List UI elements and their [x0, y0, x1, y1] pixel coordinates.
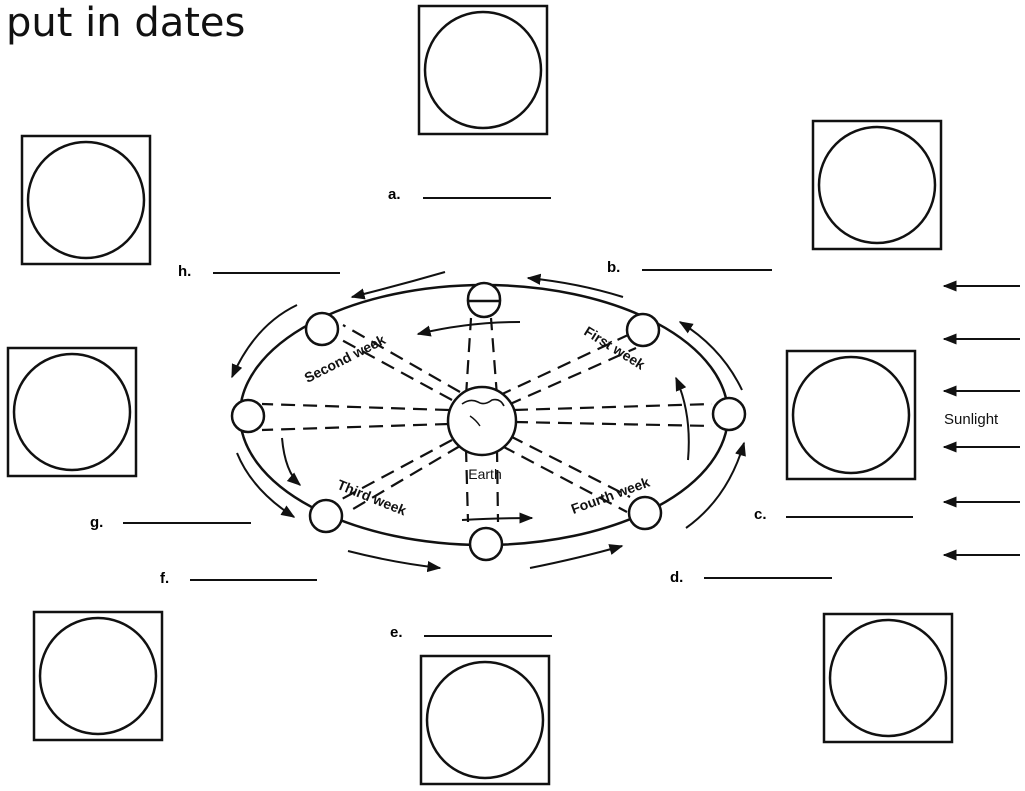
- phase-box-e: [421, 656, 549, 784]
- answer-label-e: e.: [390, 624, 403, 641]
- phase-box-c: [787, 351, 915, 479]
- moon-top-right: [627, 314, 659, 346]
- phase-box-b: [813, 121, 941, 249]
- earth-label: Earth: [468, 466, 501, 482]
- moon-bottom-right: [629, 497, 661, 529]
- phase-box-f: [34, 612, 162, 740]
- answer-label-h: h.: [178, 263, 191, 280]
- moon-left: [232, 400, 264, 432]
- earth-icon: [448, 387, 516, 455]
- sunlight-label: Sunlight: [944, 411, 999, 428]
- moon-bottom-left: [310, 500, 342, 532]
- moon-bottom: [470, 528, 502, 560]
- moon-top-left: [306, 313, 338, 345]
- answer-label-b: b.: [607, 259, 620, 276]
- phase-box-d: [824, 614, 952, 742]
- answer-label-f: f.: [160, 570, 169, 587]
- moon-top: [468, 283, 500, 317]
- answer-label-c: c.: [754, 506, 767, 523]
- page-title: put in dates: [6, 0, 245, 46]
- orbit-diagram: Earth: [232, 272, 745, 568]
- phase-box-g: [8, 348, 136, 476]
- answer-label-d: d.: [670, 569, 683, 586]
- answer-label-g: g.: [90, 514, 103, 531]
- answer-label-a: a.: [388, 186, 401, 203]
- phase-box-h: [22, 136, 150, 264]
- moon-right: [713, 398, 745, 430]
- phase-box-a: [419, 6, 547, 134]
